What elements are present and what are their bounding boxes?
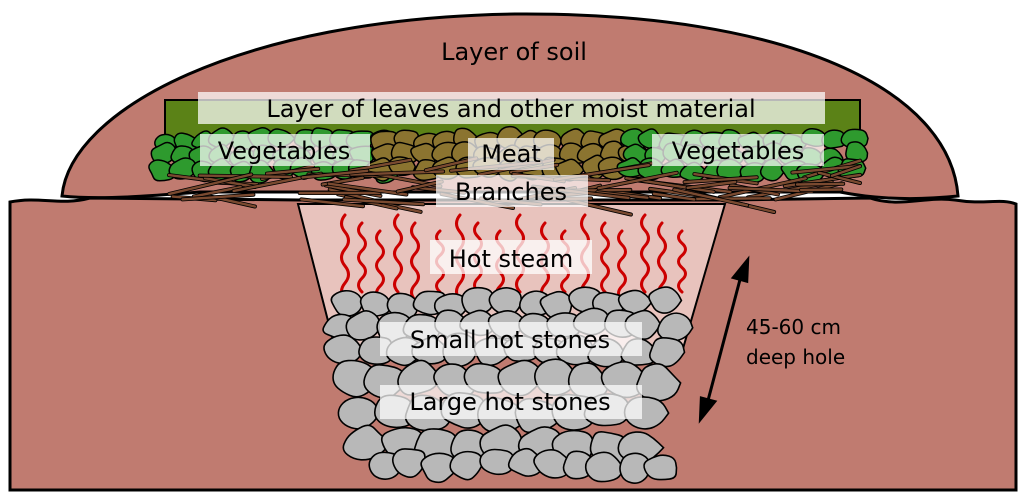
vegetables-left-label: Vegetables [218,137,351,165]
branch [350,170,445,176]
branch [192,185,242,198]
steam-wisp [600,221,610,294]
branch [817,171,862,185]
branch [691,197,771,201]
small-stones-label: Small hot stones [410,326,610,354]
meat-label: Meat [481,140,541,168]
steam-wisp [657,221,667,302]
stone [449,450,483,481]
large-stones-label: Large hot stones [409,388,610,416]
leaves-label: Layer of leaves and other moist material [266,95,755,123]
stone [420,452,461,484]
branch [686,180,737,190]
branch [349,158,412,172]
branch [265,167,320,175]
steam-wisp [393,213,403,294]
stone [461,286,495,316]
branch [795,182,845,186]
branch [300,198,365,208]
branch [673,188,749,207]
branch [791,164,862,174]
stone [345,310,382,341]
branch [181,193,255,201]
stone [643,454,678,481]
double-headed-arrow-icon [698,255,750,424]
stone [584,451,624,483]
steam-wisp [340,213,350,302]
steam-label: Hot steam [449,245,574,273]
stone [619,452,650,484]
steam-wisp [617,229,627,302]
depth-label-line1: 45-60 cm [746,315,841,339]
branch [830,164,862,177]
stone [391,448,426,479]
stone [648,286,683,314]
steam-wisp [410,221,420,302]
branch [396,180,443,193]
vegetable [168,157,198,180]
stone [648,336,686,368]
branch [168,173,253,196]
branch [728,186,814,193]
steam-wisp [375,229,385,302]
depth-label-line2: deep hole [746,345,845,369]
stone [479,448,516,476]
branch [683,176,758,184]
branches-label: Branches [455,178,567,206]
stone [337,396,381,430]
stone [323,334,364,365]
stone [488,287,523,317]
branch [301,169,369,179]
steam-wisp [357,221,367,294]
branch [327,182,408,196]
branch [597,171,678,190]
branch [342,198,425,206]
branch [203,176,257,189]
vegetables-right-label: Vegetables [672,137,805,165]
branch [424,157,478,172]
soil-label: Layer of soil [441,38,587,66]
stone [330,289,364,317]
steam-wisp [677,229,687,294]
stone [617,289,654,315]
stone [507,447,545,477]
branch [652,192,696,201]
vegetable [845,141,869,164]
steam-wisp [640,213,650,294]
branch [799,188,843,192]
stone [656,312,694,342]
